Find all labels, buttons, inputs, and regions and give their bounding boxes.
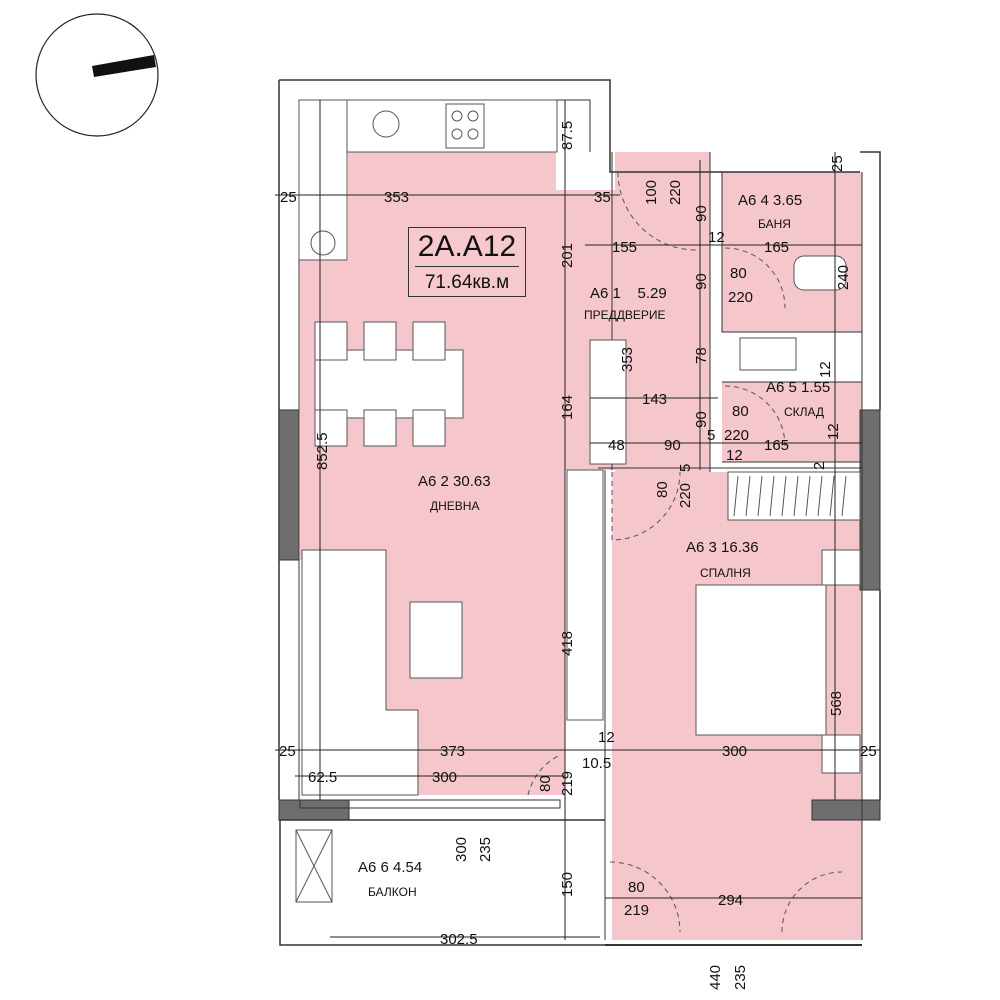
dim-294: 294 — [718, 892, 743, 909]
dim-87-5: 87.5 — [559, 121, 576, 150]
dim-90-b: 90 — [693, 273, 710, 290]
dim-5-a: 5 — [707, 427, 715, 444]
room-label-storage: А6 5 1.55 — [766, 379, 830, 396]
dim-25-d: 25 — [860, 743, 877, 760]
dim-150: 150 — [559, 872, 576, 897]
dim-78: 78 — [693, 347, 710, 364]
wardrobe-living — [566, 469, 604, 721]
dimension-lines — [275, 100, 880, 940]
dim-373: 373 — [440, 743, 465, 760]
dimension-labels: 87.5 25 353 35 100 220 90 25 201 155 12 … — [279, 121, 877, 990]
north-arrow-icon — [35, 13, 159, 137]
washer-icon — [310, 230, 336, 256]
room-name-balcony: БАЛКОН — [368, 885, 417, 899]
dim-25-b: 25 — [829, 155, 846, 172]
dim-25-a: 25 — [280, 189, 297, 206]
room-labels: А6 2 30.63 ДНЕВНА А6 1 5.29 ПРЕДДВЕРИЕ А… — [358, 192, 830, 899]
dim-220-b: 220 — [728, 289, 753, 306]
dim-300-c: 300 — [453, 837, 470, 862]
dim-62-5: 62.5 — [308, 769, 337, 786]
dim-2: 2 — [811, 462, 828, 470]
dining-table — [314, 349, 464, 419]
dim-165-b: 165 — [764, 437, 789, 454]
dim-302-5: 302.5 — [440, 931, 478, 948]
unit-area: 71.64кв.м — [424, 272, 510, 293]
dim-90-d: 90 — [664, 437, 681, 454]
bathtub — [793, 255, 847, 291]
dim-12-e: 12 — [825, 423, 842, 440]
dim-48: 48 — [608, 437, 625, 454]
room-name-bath: БАНЯ — [758, 217, 791, 231]
dim-219-a: 219 — [559, 771, 576, 796]
dim-300-a: 300 — [722, 743, 747, 760]
unit-title-box: 2A.A12 71.64кв.м — [408, 227, 526, 297]
dim-143: 143 — [642, 391, 667, 408]
bathroom-sink-icon — [739, 337, 797, 371]
dim-240: 240 — [835, 265, 852, 290]
dim-80-a: 80 — [730, 265, 747, 282]
dim-201: 201 — [559, 243, 576, 268]
room-name-storage: СКЛАД — [784, 405, 824, 419]
room-label-living: А6 2 30.63 — [418, 473, 491, 490]
dim-80-b: 80 — [732, 403, 749, 420]
dim-10-5: 10.5 — [582, 755, 611, 772]
dim-25-c: 25 — [279, 743, 296, 760]
dim-300-b: 300 — [432, 769, 457, 786]
dim-235-b: 235 — [732, 965, 749, 990]
dim-220-a: 220 — [667, 180, 684, 205]
dim-220-d: 220 — [677, 483, 694, 508]
room-name-hall: ПРЕДДВЕРИЕ — [584, 308, 666, 322]
dim-80-d: 80 — [537, 775, 554, 792]
dim-440: 440 — [707, 965, 724, 990]
dim-164: 164 — [559, 395, 576, 420]
dim-35: 35 — [594, 189, 611, 206]
furniture — [295, 99, 861, 903]
dim-90-c: 90 — [693, 411, 710, 428]
dim-90-a: 90 — [693, 205, 710, 222]
dim-165-a: 165 — [764, 239, 789, 256]
dim-80-c: 80 — [654, 481, 671, 498]
hall-fill — [615, 152, 710, 472]
hob-icon — [445, 103, 485, 149]
kitchen-sink-icon — [372, 110, 400, 138]
dim-353-v: 353 — [619, 347, 636, 372]
room-name-living: ДНЕВНА — [430, 499, 479, 513]
dim-80-e: 80 — [628, 879, 645, 896]
dim-12-d: 12 — [817, 361, 834, 378]
nightstand — [821, 549, 861, 586]
sofa — [301, 549, 419, 796]
coffee-table — [409, 601, 463, 679]
storage-fill — [722, 382, 862, 462]
dim-219-b: 219 — [624, 902, 649, 919]
dim-12-b: 12 — [726, 447, 743, 464]
dim-852-5: 852.5 — [314, 432, 331, 470]
dim-353-h: 353 — [384, 189, 409, 206]
room-name-bedroom: СПАЛНЯ — [700, 566, 751, 580]
dim-235-a: 235 — [477, 837, 494, 862]
dim-12-c: 12 — [598, 729, 615, 746]
room-label-bath: А6 4 3.65 — [738, 192, 802, 209]
bed — [695, 584, 827, 736]
door-swings — [527, 171, 843, 933]
dim-155: 155 — [612, 239, 637, 256]
dim-418: 418 — [559, 631, 576, 656]
unit-title-divider — [415, 266, 519, 267]
room-label-bedroom: А6 3 16.36 — [686, 539, 759, 556]
dim-220-c: 220 — [724, 427, 749, 444]
room-label-hall: А6 1 5.29 — [590, 285, 667, 302]
dim-568: 568 — [828, 691, 845, 716]
room-label-balcony: А6 6 4.54 — [358, 859, 422, 876]
dim-100: 100 — [643, 180, 660, 205]
dim-12-a: 12 — [708, 229, 725, 246]
dim-5-b: 5 — [677, 464, 694, 472]
unit-code: 2A.A12 — [417, 230, 517, 263]
